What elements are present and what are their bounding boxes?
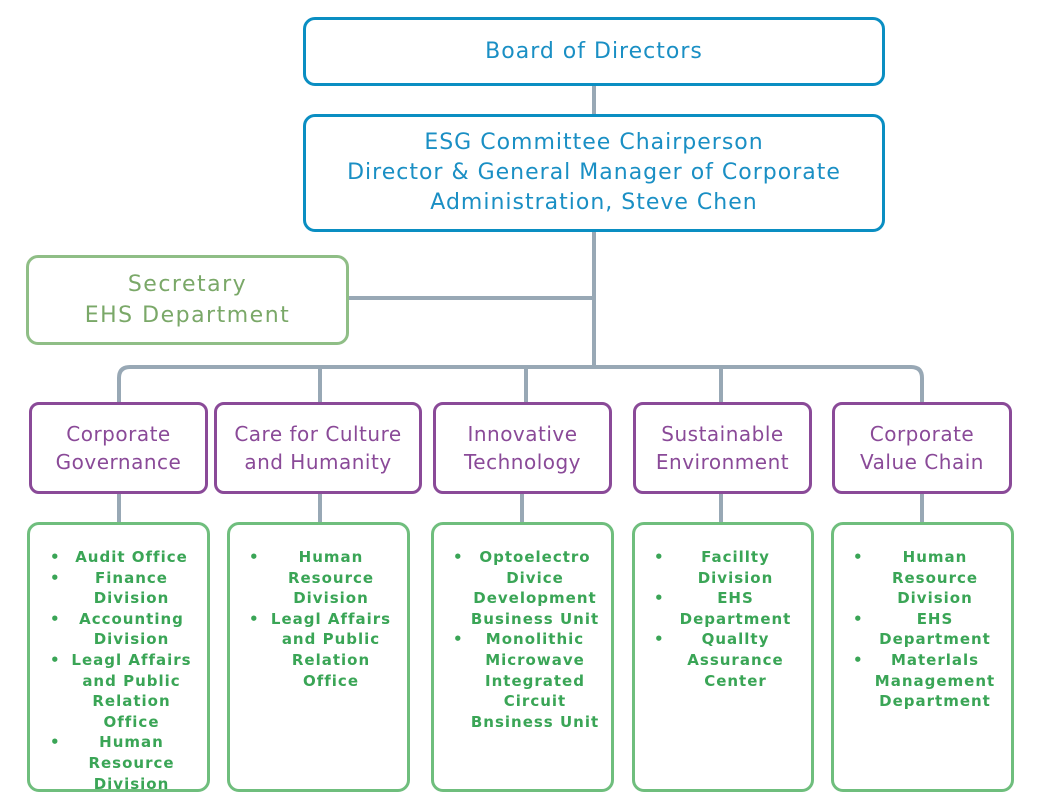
items-list: Facillty Division EHS Department Quallty… <box>654 547 803 691</box>
items-list: Optoelectro Divice Development Business … <box>453 547 603 732</box>
list-item: Facillty Division <box>654 547 803 588</box>
list-item: Audit Office <box>50 547 199 568</box>
list-item: Human Resource Division <box>50 732 199 794</box>
list-item: EHS Department <box>853 609 1003 650</box>
category-box-sustainable-environment: Sustainable Environment <box>633 402 812 494</box>
list-item: EHS Department <box>654 588 803 629</box>
items-box-care-for-culture: Human Resource Division Leagl Affairs an… <box>227 522 410 792</box>
category-line-2: Environment <box>655 450 790 474</box>
list-item: Finance Division <box>50 568 199 609</box>
list-item: Human Resource Division <box>853 547 1003 609</box>
esg-committee-box: ESG Committee Chairperson Director & Gen… <box>303 114 885 232</box>
category-box-corporate-value-chain: Corporate Value Chain <box>832 402 1012 494</box>
category-line-1: Innovative <box>467 422 578 446</box>
category-line-1: Corporate <box>869 422 975 446</box>
list-item: Leagl Affairs and Public Relation Office <box>249 609 399 691</box>
list-item: Accounting Division <box>50 609 199 650</box>
secretary-line-2: EHS Department <box>84 303 291 328</box>
items-box-innovative-technology: Optoelectro Divice Development Business … <box>431 522 614 792</box>
items-list: Audit Office Finance Division Accounting… <box>50 547 199 794</box>
list-item: Human Resource Division <box>249 547 399 609</box>
items-box-corporate-value-chain: Human Resource Division EHS Department M… <box>831 522 1014 792</box>
items-list: Human Resource Division Leagl Affairs an… <box>249 547 399 691</box>
category-line-2: Technology <box>463 450 582 474</box>
board-of-directors-box: Board of Directors <box>303 17 885 86</box>
category-box-innovative-technology: Innovative Technology <box>433 402 612 494</box>
list-item: Quallty Assurance Center <box>654 629 803 691</box>
category-box-care-for-culture: Care for Culture and Humanity <box>214 402 422 494</box>
board-title: Board of Directors <box>485 39 703 64</box>
secretary-line-1: Secretary <box>127 272 248 297</box>
list-item: Materlals Management Department <box>853 650 1003 712</box>
list-item: Monolithic Microwave Integrated Circuit … <box>453 629 603 732</box>
category-box-corporate-governance: Corporate Governance <box>29 402 208 494</box>
category-line-2: Governance <box>55 450 182 474</box>
list-item: Optoelectro Divice Development Business … <box>453 547 603 629</box>
items-box-sustainable-environment: Facillty Division EHS Department Quallty… <box>632 522 814 792</box>
committee-line-2: Director & General Manager of Corporate <box>347 160 841 185</box>
category-line-2: Value Chain <box>860 450 984 474</box>
committee-line-3: Administration, Steve Chen <box>430 190 758 215</box>
committee-line-1: ESG Committee Chairperson <box>424 130 764 155</box>
category-line-1: Corporate <box>66 422 171 446</box>
list-item: Leagl Affairs and Public Relation Office <box>50 650 199 732</box>
items-box-corporate-governance: Audit Office Finance Division Accounting… <box>27 522 210 794</box>
category-line-2: and Humanity <box>244 450 392 474</box>
secretary-box: Secretary EHS Department <box>26 255 349 345</box>
items-list: Human Resource Division EHS Department M… <box>853 547 1003 712</box>
category-line-1: Care for Culture <box>234 422 402 446</box>
category-line-1: Sustainable <box>661 422 784 446</box>
